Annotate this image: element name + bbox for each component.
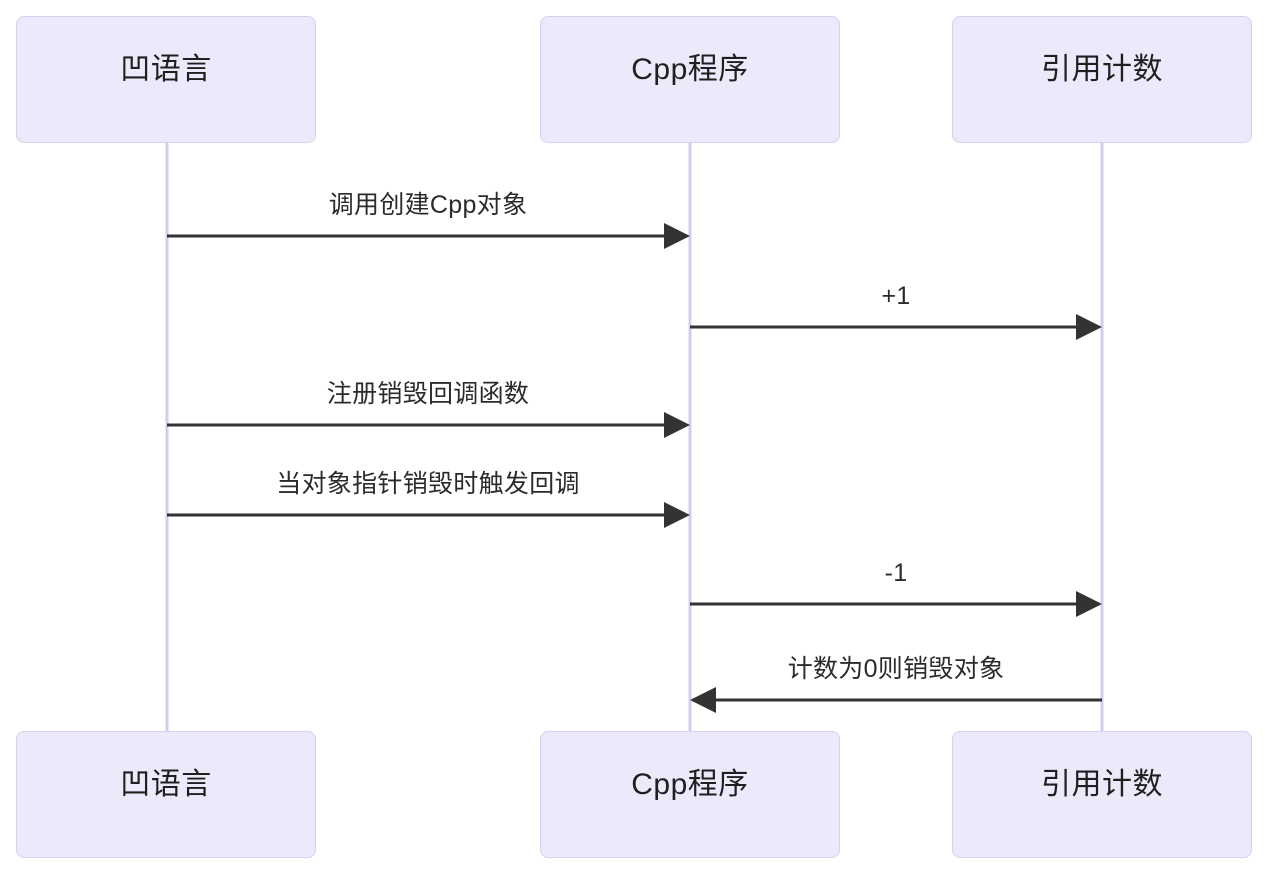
message-label-4: -1 [884,559,908,587]
message-label-2: 注册销毁回调函数 [326,380,530,408]
message-label-5: 计数为0则销毁对象 [787,655,1005,683]
participant-label-wa-lang: 凹语言 [120,53,212,86]
message-arrow-5[interactable] [690,687,1102,713]
message-arrow-3[interactable] [167,502,690,528]
participant-box-top-cpp-program[interactable]: Cpp程序 [540,16,840,143]
lifeline-group [165,143,1104,731]
participant-label-bottom-cpp-program: Cpp程序 [631,768,749,801]
message-arrowhead-0 [664,223,690,249]
message-arrowhead-1 [1076,314,1102,340]
message-arrowhead-5 [690,687,716,713]
message-arrow-group [167,223,1102,713]
participant-box-bottom-wa-lang[interactable]: 凹语言 [16,731,316,858]
participant-label-bottom-ref-count: 引用计数 [1041,768,1163,801]
participant-label-ref-count: 引用计数 [1041,53,1163,86]
message-arrowhead-2 [664,412,690,438]
participant-label-cpp-program: Cpp程序 [631,53,749,86]
message-arrow-1[interactable] [690,314,1102,340]
message-label-3: 当对象指针销毁时触发回调 [276,470,580,498]
participant-box-top-ref-count[interactable]: 引用计数 [952,16,1252,143]
participant-label-bottom-wa-lang: 凹语言 [120,768,212,801]
message-arrow-2[interactable] [167,412,690,438]
message-arrow-0[interactable] [167,223,690,249]
message-arrow-4[interactable] [690,591,1102,617]
participant-box-top-wa-lang[interactable]: 凹语言 [16,16,316,143]
message-label-1: +1 [881,282,911,310]
message-label-0: 调用创建Cpp对象 [328,191,528,219]
message-arrowhead-3 [664,502,690,528]
message-arrowhead-4 [1076,591,1102,617]
participant-box-bottom-ref-count[interactable]: 引用计数 [952,731,1252,858]
participant-box-bottom-cpp-program[interactable]: Cpp程序 [540,731,840,858]
